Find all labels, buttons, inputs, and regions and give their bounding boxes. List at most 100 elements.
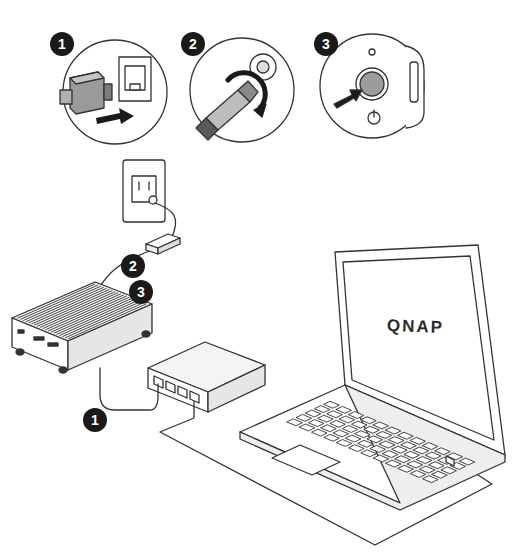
laptop	[446, 456, 454, 466]
step-circle	[63, 40, 167, 144]
laptop	[398, 432, 413, 439]
nas-unit	[16, 349, 24, 355]
nas-unit	[48, 343, 58, 346]
ethernet-plug	[119, 57, 151, 101]
laptop	[386, 427, 401, 434]
laptop	[417, 457, 432, 464]
laptop	[349, 412, 364, 419]
laptop	[392, 446, 407, 453]
laptop	[306, 410, 321, 417]
setup-illustration	[12, 34, 505, 545]
nas-unit	[60, 301, 138, 336]
dc-plug	[257, 61, 269, 73]
wall-outlet	[138, 182, 139, 190]
ethernet-plug	[60, 90, 72, 104]
step-circle	[190, 38, 294, 142]
laptop	[373, 422, 388, 429]
nas-unit	[57, 300, 135, 335]
dc-plug	[254, 104, 266, 117]
laptop	[435, 448, 450, 455]
laptop	[398, 466, 413, 473]
laptop	[386, 460, 401, 467]
laptop	[324, 435, 339, 442]
power-button	[369, 49, 375, 55]
ethernet-plug	[104, 84, 112, 100]
laptop	[296, 415, 311, 422]
power-button	[360, 72, 384, 96]
power-button	[334, 90, 362, 108]
dc-plug	[196, 118, 218, 140]
ethernet-plug	[60, 57, 151, 114]
network-switch	[208, 365, 265, 412]
laptop	[460, 458, 475, 465]
laptop	[315, 406, 330, 413]
nas-unit	[59, 367, 67, 373]
laptop	[376, 432, 391, 439]
laptop	[429, 462, 444, 469]
ethernet-plug	[130, 84, 140, 90]
ethernet-cable	[100, 368, 158, 410]
power-button	[410, 62, 418, 102]
power-button	[373, 110, 374, 117]
callout-number: 2	[181, 32, 205, 56]
laptop	[395, 456, 410, 463]
power-adapter	[158, 238, 180, 254]
laptop	[432, 471, 447, 478]
laptop	[240, 385, 505, 510]
laptop	[287, 419, 302, 426]
callout-number: 1	[50, 32, 74, 56]
laptop	[336, 407, 351, 414]
laptop	[389, 437, 404, 444]
ethernet-plug	[70, 72, 104, 84]
dc-plug	[196, 54, 276, 140]
callout-number: 2	[121, 254, 145, 278]
laptop	[327, 411, 342, 418]
laptop	[358, 440, 373, 447]
insert-arrow	[96, 108, 134, 124]
laptop	[343, 426, 358, 433]
nas-unit	[63, 302, 141, 337]
nas-unit	[142, 331, 150, 337]
network-switch	[178, 386, 187, 398]
insert-arrow	[96, 108, 134, 124]
brand-logo: QNAP	[387, 316, 445, 338]
laptop	[441, 467, 456, 474]
step-circle	[63, 34, 424, 144]
laptop	[352, 421, 367, 428]
laptop	[367, 436, 382, 443]
wall-outlet	[123, 160, 165, 222]
network-switch	[148, 342, 265, 412]
laptop	[333, 430, 348, 437]
laptop	[309, 420, 324, 427]
ethernet-plug	[125, 66, 145, 90]
laptop	[355, 431, 370, 438]
power-button	[334, 46, 424, 128]
laptop	[361, 450, 376, 457]
laptop	[339, 416, 354, 423]
laptop	[380, 441, 395, 448]
laptop	[364, 426, 379, 433]
laptop	[361, 417, 376, 424]
laptop	[324, 401, 339, 408]
laptop	[413, 447, 428, 454]
nas-unit	[65, 303, 143, 338]
laptop	[420, 466, 435, 473]
dc-plug	[228, 73, 265, 108]
laptop	[383, 451, 398, 458]
power-adapter	[146, 244, 158, 254]
network-switch	[166, 381, 175, 393]
laptop	[330, 421, 345, 428]
power-cable	[155, 203, 176, 237]
callout-number: 3	[129, 280, 153, 304]
laptop	[336, 440, 351, 447]
laptop	[299, 424, 314, 431]
nas-unit	[18, 330, 24, 333]
laptop	[321, 425, 336, 432]
power-button	[406, 46, 424, 128]
wall-outlet	[148, 182, 149, 190]
ethernet-plug	[70, 72, 104, 114]
laptop	[426, 452, 441, 459]
laptop	[272, 445, 340, 475]
laptop	[401, 442, 416, 449]
